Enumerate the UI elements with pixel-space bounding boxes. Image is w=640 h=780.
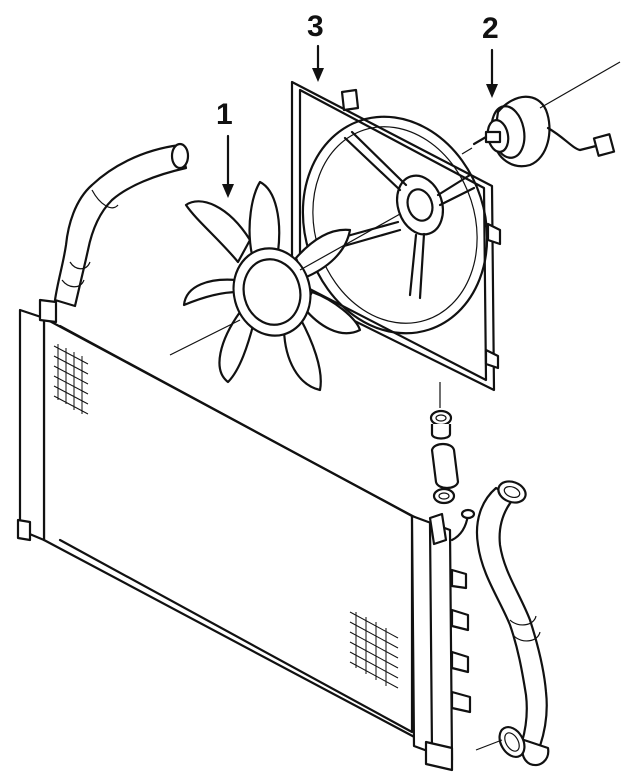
callout-label-1: 1 <box>216 98 233 131</box>
lower-radiator-hose <box>475 480 550 767</box>
callout-arrow-3 <box>312 44 324 82</box>
shroud-mount-grommets <box>429 382 460 505</box>
callout-label-3: 3 <box>307 10 324 43</box>
fan-blade <box>169 180 401 392</box>
callout-arrow-1 <box>222 134 234 198</box>
fan-motor <box>461 61 621 168</box>
radiator <box>16 298 476 772</box>
upper-radiator-hose <box>53 142 190 308</box>
callout-label-2: 2 <box>482 12 499 45</box>
callout-arrow-2 <box>486 48 498 98</box>
